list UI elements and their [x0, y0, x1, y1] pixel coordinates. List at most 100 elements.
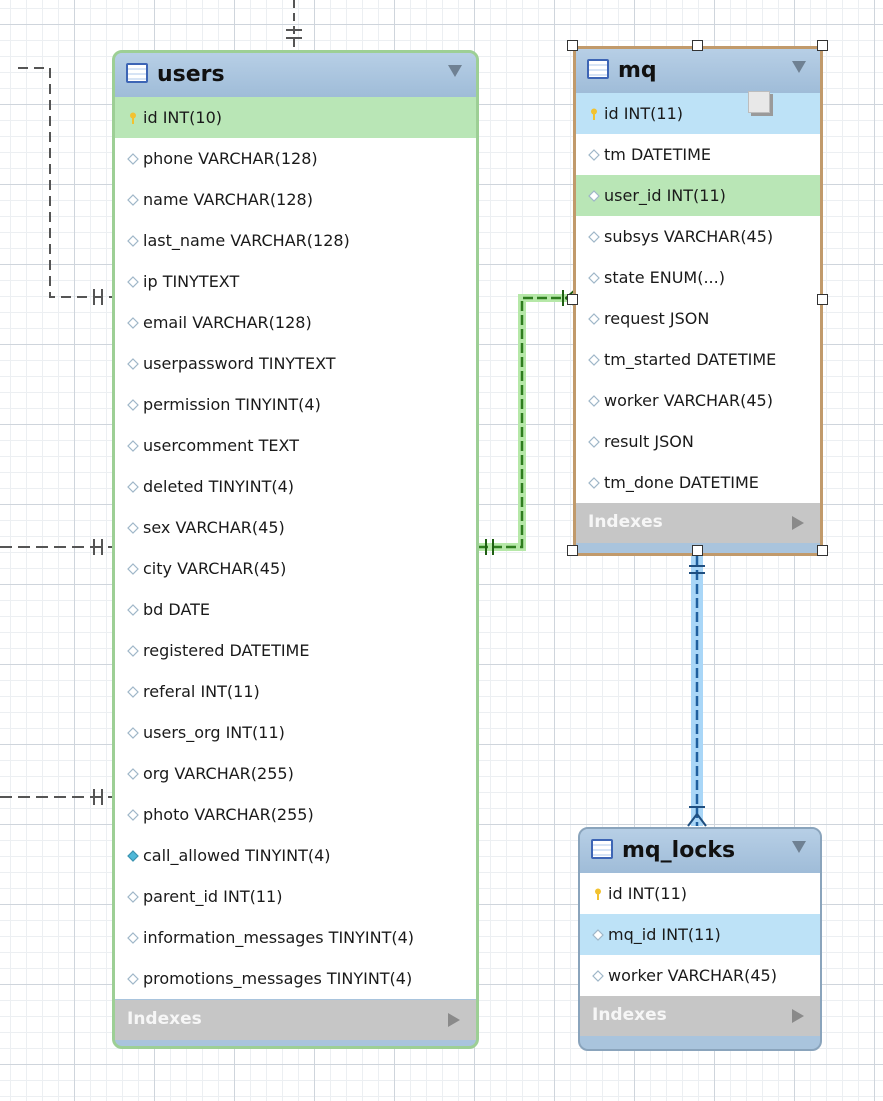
- column-row[interactable]: request JSON: [576, 298, 820, 339]
- column-row[interactable]: ip TINYTEXT: [115, 261, 476, 302]
- column-row[interactable]: worker VARCHAR(45): [580, 955, 820, 996]
- column-icon: [127, 686, 139, 698]
- note-icon[interactable]: [748, 91, 770, 113]
- column-icon: [127, 809, 139, 821]
- column-row[interactable]: tm DATETIME: [576, 134, 820, 175]
- collapse-triangle-icon[interactable]: [792, 841, 806, 853]
- entity-mq-indexes[interactable]: Indexes: [576, 503, 820, 543]
- column-icon: [127, 194, 139, 206]
- column-row[interactable]: usercomment TEXT: [115, 425, 476, 466]
- foreign-key-column-icon: [588, 190, 600, 202]
- table-icon: [591, 839, 613, 859]
- column-row[interactable]: information_messages TINYINT(4): [115, 917, 476, 958]
- column-row[interactable]: tm_started DATETIME: [576, 339, 820, 380]
- column-label: sex VARCHAR(45): [143, 518, 285, 537]
- column-icon: [127, 481, 139, 493]
- resize-handle[interactable]: [692, 545, 703, 556]
- column-icon: [127, 645, 139, 657]
- column-row[interactable]: users_org INT(11): [115, 712, 476, 753]
- column-row[interactable]: last_name VARCHAR(128): [115, 220, 476, 261]
- column-row[interactable]: mq_id INT(11): [580, 914, 820, 955]
- expand-triangle-icon[interactable]: [448, 1013, 460, 1027]
- column-label: state ENUM(...): [604, 268, 725, 287]
- column-row[interactable]: permission TINYINT(4): [115, 384, 476, 425]
- resize-handle[interactable]: [692, 40, 703, 51]
- resize-handle[interactable]: [567, 40, 578, 51]
- column-row[interactable]: id INT(10): [115, 97, 476, 138]
- entity-users-title: users: [157, 62, 225, 87]
- entity-mq-locks-indexes[interactable]: Indexes: [580, 996, 820, 1036]
- column-row[interactable]: promotions_messages TINYINT(4): [115, 958, 476, 999]
- column-label: id INT(11): [604, 104, 683, 123]
- entity-mq-locks[interactable]: mq_locks id INT(11)mq_id INT(11)worker V…: [578, 827, 822, 1051]
- column-label: id INT(10): [143, 108, 222, 127]
- relation-users-mq: [478, 296, 576, 549]
- relation-mq-mqlocks-crowfoot: [687, 813, 698, 827]
- expand-triangle-icon[interactable]: [792, 1009, 804, 1023]
- column-row[interactable]: user_id INT(11): [576, 175, 820, 216]
- column-row[interactable]: tm_done DATETIME: [576, 462, 820, 503]
- column-label: promotions_messages TINYINT(4): [143, 969, 413, 988]
- entity-users[interactable]: users id INT(10) phone VARCHAR(128) name V…: [112, 50, 479, 1049]
- collapse-triangle-icon[interactable]: [792, 61, 806, 73]
- primary-key-icon: [591, 108, 597, 120]
- column-row[interactable]: parent_id INT(11): [115, 876, 476, 917]
- resize-handle[interactable]: [817, 40, 828, 51]
- column-row[interactable]: sex VARCHAR(45): [115, 507, 476, 548]
- column-label: usercomment TEXT: [143, 436, 299, 455]
- column-row[interactable]: city VARCHAR(45): [115, 548, 476, 589]
- column-row[interactable]: state ENUM(...): [576, 257, 820, 298]
- column-label: ip TINYTEXT: [143, 272, 240, 291]
- connector-users-self: [18, 67, 112, 298]
- column-row[interactable]: name VARCHAR(128): [115, 179, 476, 220]
- column-label: org VARCHAR(255): [143, 764, 294, 783]
- column-icon: [127, 604, 139, 616]
- column-row[interactable]: call_allowed TINYINT(4): [115, 835, 476, 876]
- resize-handle[interactable]: [567, 545, 578, 556]
- column-icon: [127, 891, 139, 903]
- column-row[interactable]: worker VARCHAR(45): [576, 380, 820, 421]
- column-row[interactable]: registered DATETIME: [115, 630, 476, 671]
- column-row[interactable]: subsys VARCHAR(45): [576, 216, 820, 257]
- column-icon: [588, 272, 600, 284]
- column-row[interactable]: org VARCHAR(255): [115, 753, 476, 794]
- column-icon: [588, 395, 600, 407]
- column-icon: [127, 358, 139, 370]
- relation-users-mq-glow: [478, 294, 576, 551]
- column-row[interactable]: deleted TINYINT(4): [115, 466, 476, 507]
- expand-triangle-icon[interactable]: [792, 516, 804, 530]
- column-row[interactable]: id INT(11): [580, 873, 820, 914]
- column-label: call_allowed TINYINT(4): [143, 846, 331, 865]
- entity-mq-header[interactable]: mq: [576, 49, 820, 93]
- column-row[interactable]: bd DATE: [115, 589, 476, 630]
- column-label: userpassword TINYTEXT: [143, 354, 336, 373]
- column-row[interactable]: result JSON: [576, 421, 820, 462]
- column-icon: [127, 522, 139, 534]
- column-label: result JSON: [604, 432, 694, 451]
- entity-users-header[interactable]: users: [115, 53, 476, 97]
- column-label: email VARCHAR(128): [143, 313, 312, 332]
- column-row[interactable]: referal INT(11): [115, 671, 476, 712]
- column-label: permission TINYINT(4): [143, 395, 321, 414]
- column-row[interactable]: email VARCHAR(128): [115, 302, 476, 343]
- column-icon: [127, 932, 139, 944]
- column-row[interactable]: id INT(11): [576, 93, 820, 134]
- column-row[interactable]: photo VARCHAR(255): [115, 794, 476, 835]
- collapse-triangle-icon[interactable]: [448, 65, 462, 77]
- column-label: information_messages TINYINT(4): [143, 928, 415, 947]
- resize-handle[interactable]: [567, 294, 578, 305]
- column-icon: [588, 436, 600, 448]
- column-row[interactable]: userpassword TINYTEXT: [115, 343, 476, 384]
- entity-users-indexes[interactable]: Indexes: [115, 1000, 476, 1040]
- entity-mq-locks-header[interactable]: mq_locks: [580, 829, 820, 873]
- resize-handle[interactable]: [817, 545, 828, 556]
- resize-handle[interactable]: [817, 294, 828, 305]
- notnull-column-icon: [127, 850, 139, 862]
- column-label: name VARCHAR(128): [143, 190, 313, 209]
- column-icon: [127, 317, 139, 329]
- indexes-label: Indexes: [127, 1009, 202, 1029]
- column-row[interactable]: phone VARCHAR(128): [115, 138, 476, 179]
- column-icon: [127, 235, 139, 247]
